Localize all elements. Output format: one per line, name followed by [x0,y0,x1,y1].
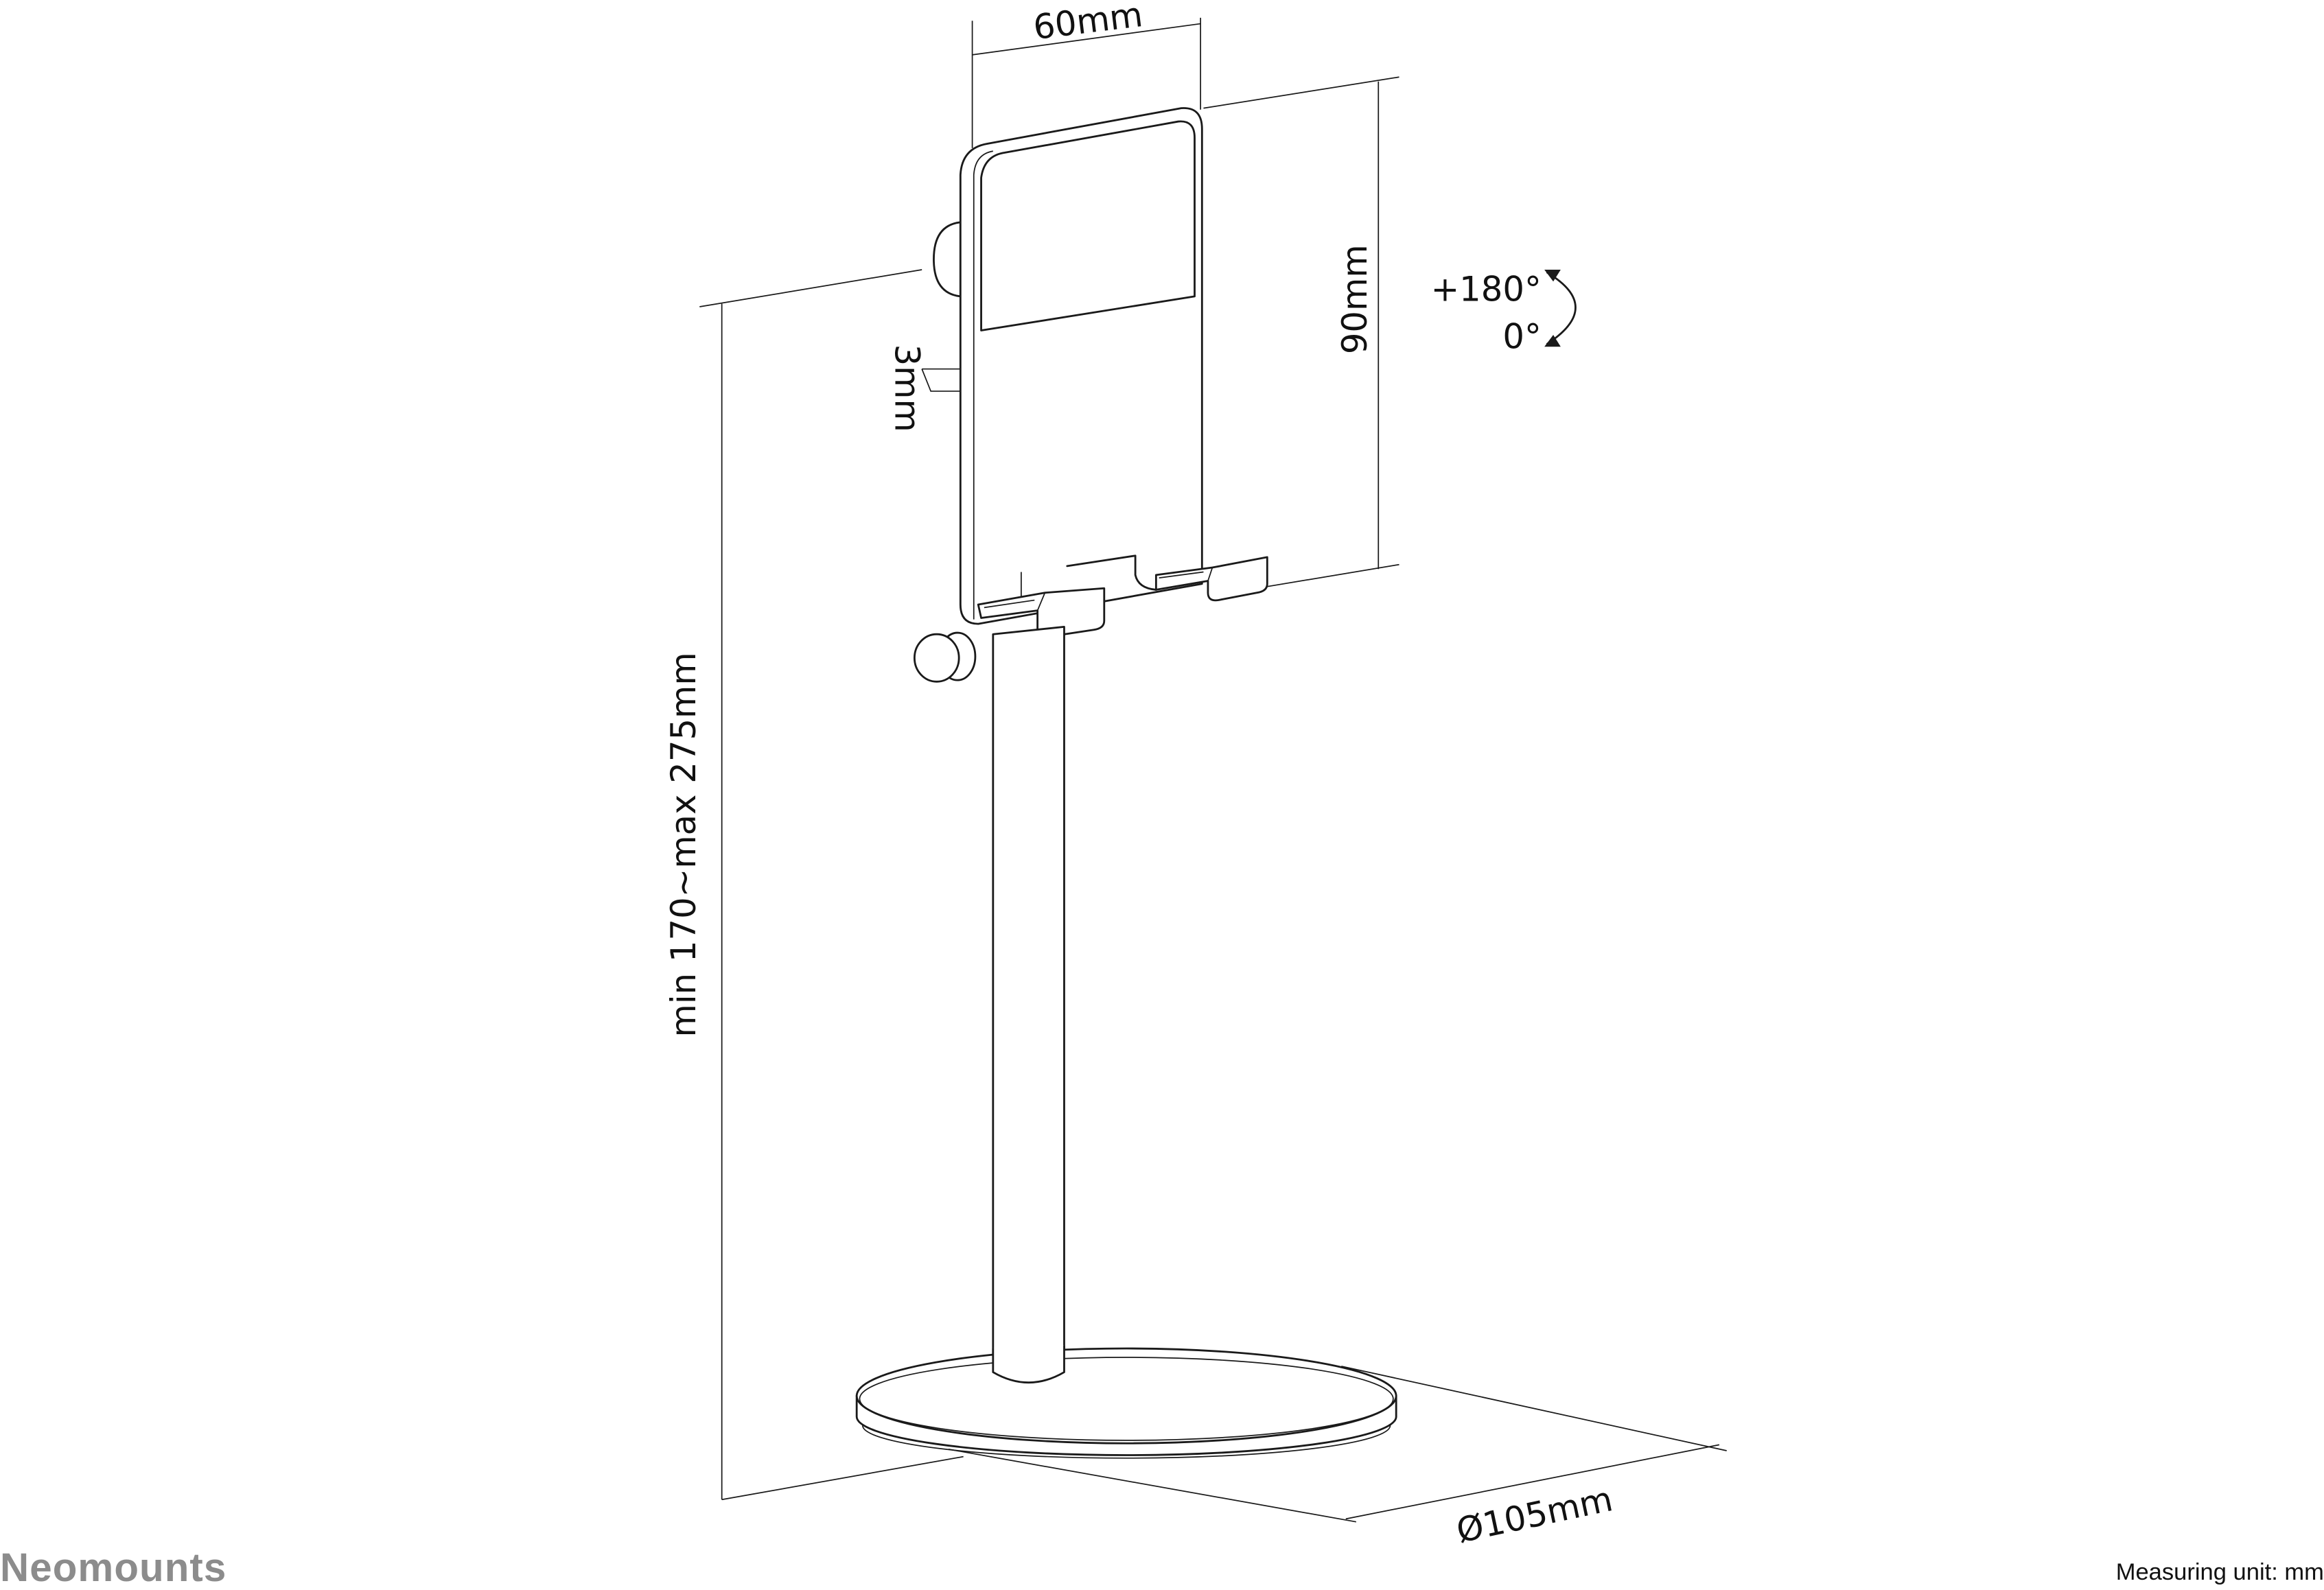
measuring-unit-note: Measuring unit: mm [2116,1559,2324,1585]
height-label: 90mm [1335,244,1375,354]
thickness-label: 3mm [887,344,927,432]
width-label: 60mm [1031,0,1145,47]
back-knob [933,221,962,298]
stand-height-label: min 170~max 275mm [664,652,704,1037]
rotation-indicator: +180° 0° [1431,269,1577,356]
rotation-arrow-icon [1544,270,1577,347]
rotation-max-label: +180° [1431,269,1542,309]
stand-base [855,1345,1397,1459]
thickness-dimension: 3mm [887,344,974,432]
stand-pole [992,626,1065,1383]
phone-screen-area [980,120,1196,331]
stand-height-dimension: min 170~max 275mm [664,269,964,1501]
height-dimension: 90mm [1203,76,1399,591]
height-adjustment-knob [913,631,977,683]
base-diameter-label: Ø105mm [1453,1479,1616,1551]
phone-plate [959,107,1203,625]
rotation-min-label: 0° [1502,316,1541,356]
neomounts-logo: Neomounts [0,1545,226,1590]
right-support-foot [1154,556,1268,602]
